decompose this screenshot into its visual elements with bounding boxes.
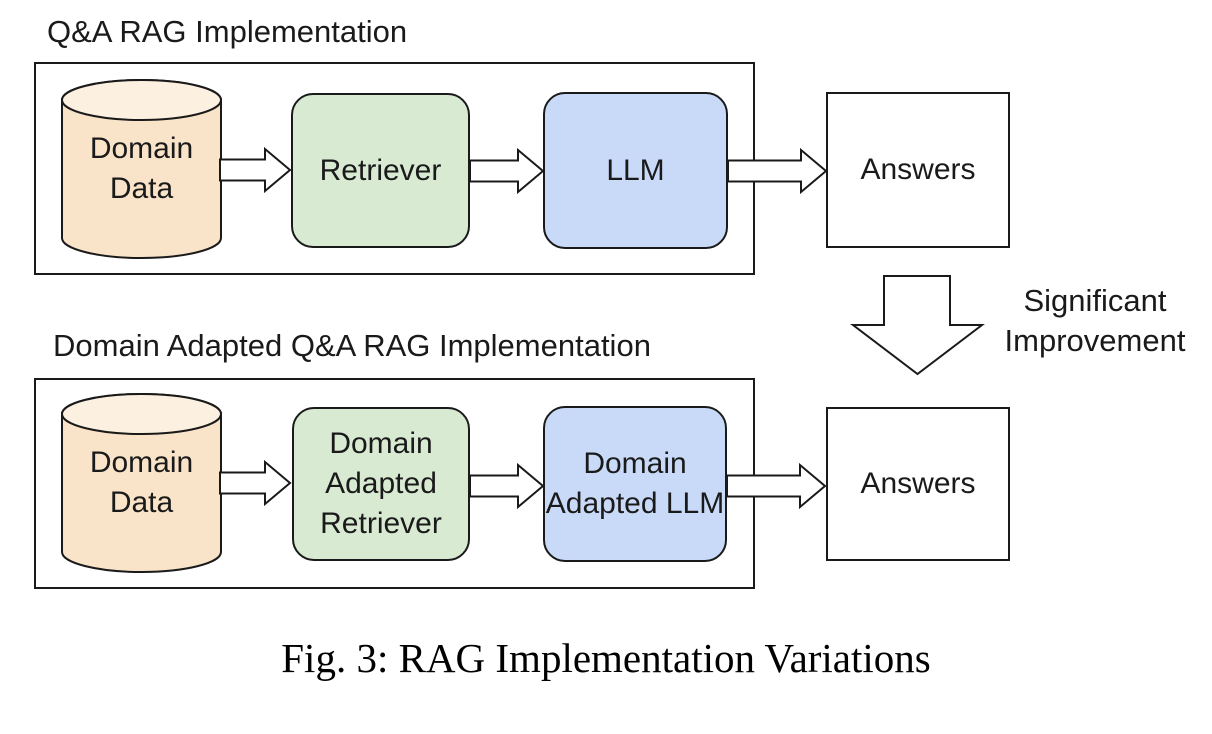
bottom-retriever-node: Domain Adapted Retriever bbox=[292, 407, 470, 561]
bottom-domain-data-label: Domain Data bbox=[89, 446, 194, 519]
top-retriever-label: Retriever bbox=[319, 153, 442, 187]
bottom-answers-node: Answers bbox=[826, 407, 1010, 561]
top-retriever-node: Retriever bbox=[291, 93, 470, 248]
bottom-llm-label: Domain Adapted LLM bbox=[545, 447, 725, 520]
bottom-llm-node: Domain Adapted LLM bbox=[543, 406, 727, 562]
top-answers-node: Answers bbox=[826, 92, 1010, 248]
top-flow-title: Q&A RAG Implementation bbox=[47, 14, 408, 49]
bottom-retriever-label: Domain Adapted Retriever bbox=[320, 427, 442, 540]
figure-caption: Fig. 3: RAG Implementation Variations bbox=[281, 635, 931, 681]
bottom-answers-label: Answers bbox=[860, 467, 976, 500]
top-domain-data-label: Domain Data bbox=[89, 132, 194, 205]
bottom-flow-title: Domain Adapted Q&A RAG Implementation bbox=[53, 328, 651, 363]
top-llm-label: LLM bbox=[606, 153, 665, 187]
improvement-down-arrow-icon bbox=[850, 275, 985, 376]
top-llm-node: LLM bbox=[543, 92, 728, 249]
improvement-label: Significant Improvement bbox=[1004, 283, 1186, 358]
top-answers-label: Answers bbox=[860, 153, 976, 186]
